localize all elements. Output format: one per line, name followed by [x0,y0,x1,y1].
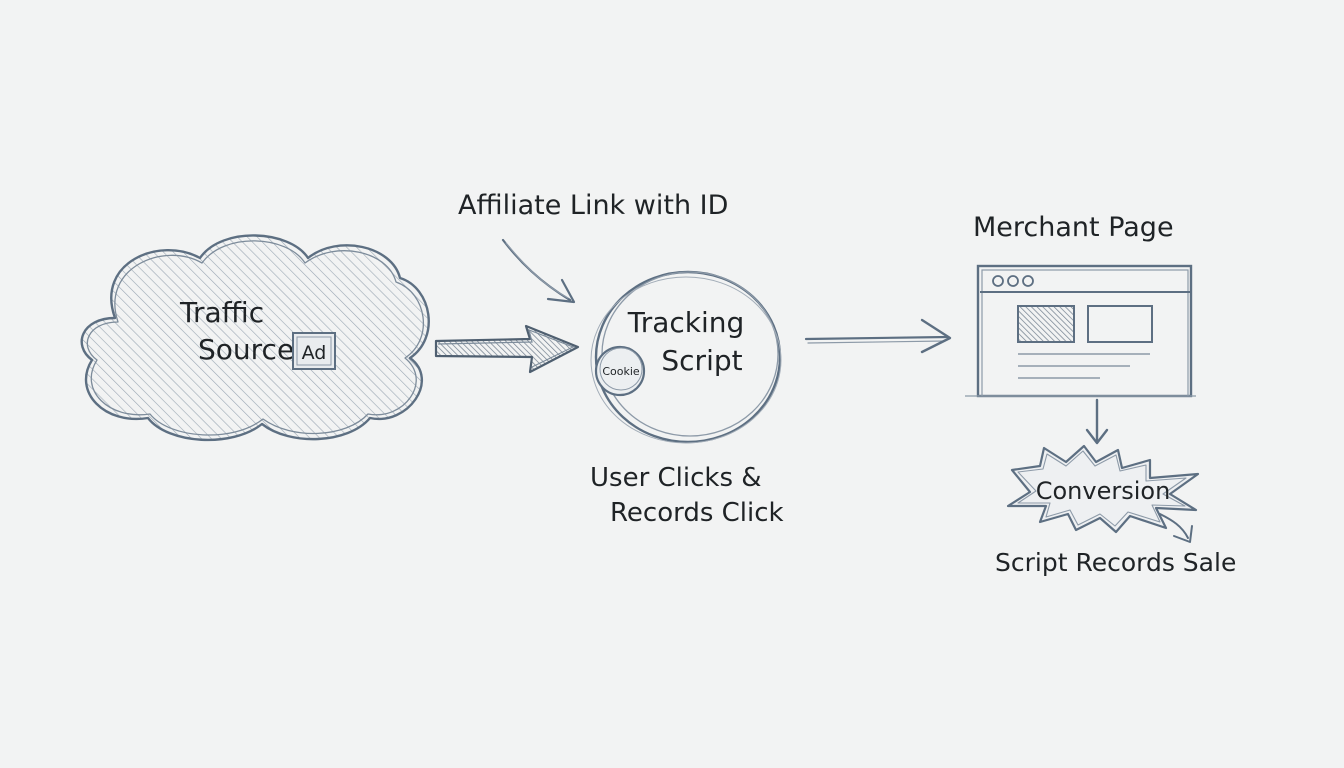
ad-badge-label: Ad [302,342,327,364]
tracking-script-label-line2: Script [661,344,742,377]
window-dot-3 [1022,275,1034,287]
tracking-script-label-line1: Tracking [627,306,745,339]
thick-arrow-icon [434,324,580,374]
tracking-script-node: Tracking Script Cookie [590,270,782,444]
conversion-label: Conversion [1036,477,1171,505]
traffic-source-label-line2: Source [198,333,294,366]
window-dot-1 [992,275,1004,287]
curved-arrow-icon [501,238,576,304]
image-placeholder [1017,305,1075,343]
traffic-source-node: Traffic Source Ad [80,234,430,442]
cookie-badge: Cookie [594,345,646,397]
conversion-node: Conversion [1006,444,1200,534]
starburst-icon [1006,444,1200,534]
cookie-badge-label: Cookie [602,365,640,378]
content-placeholder [1087,305,1153,343]
arrow-right-icon [804,318,952,354]
affiliate-link-label: Affiliate Link with ID [458,190,728,221]
click-label-line2: Records Click [610,498,784,528]
merchant-page-title: Merchant Page [973,212,1174,243]
sale-label: Script Records Sale [995,548,1236,577]
circle-icon [590,270,782,444]
traffic-source-label-line1: Traffic [179,296,264,329]
window-dot-2 [1007,275,1019,287]
merchant-page-node: Merchant Page [965,212,1196,398]
click-label-line1: User Clicks & [590,463,762,493]
cloud-icon [80,234,430,442]
small-arrow-icon [1159,513,1193,543]
arrow-down-icon [1085,398,1109,445]
browser-window-icon [965,264,1196,398]
ad-badge: Ad [292,332,336,370]
